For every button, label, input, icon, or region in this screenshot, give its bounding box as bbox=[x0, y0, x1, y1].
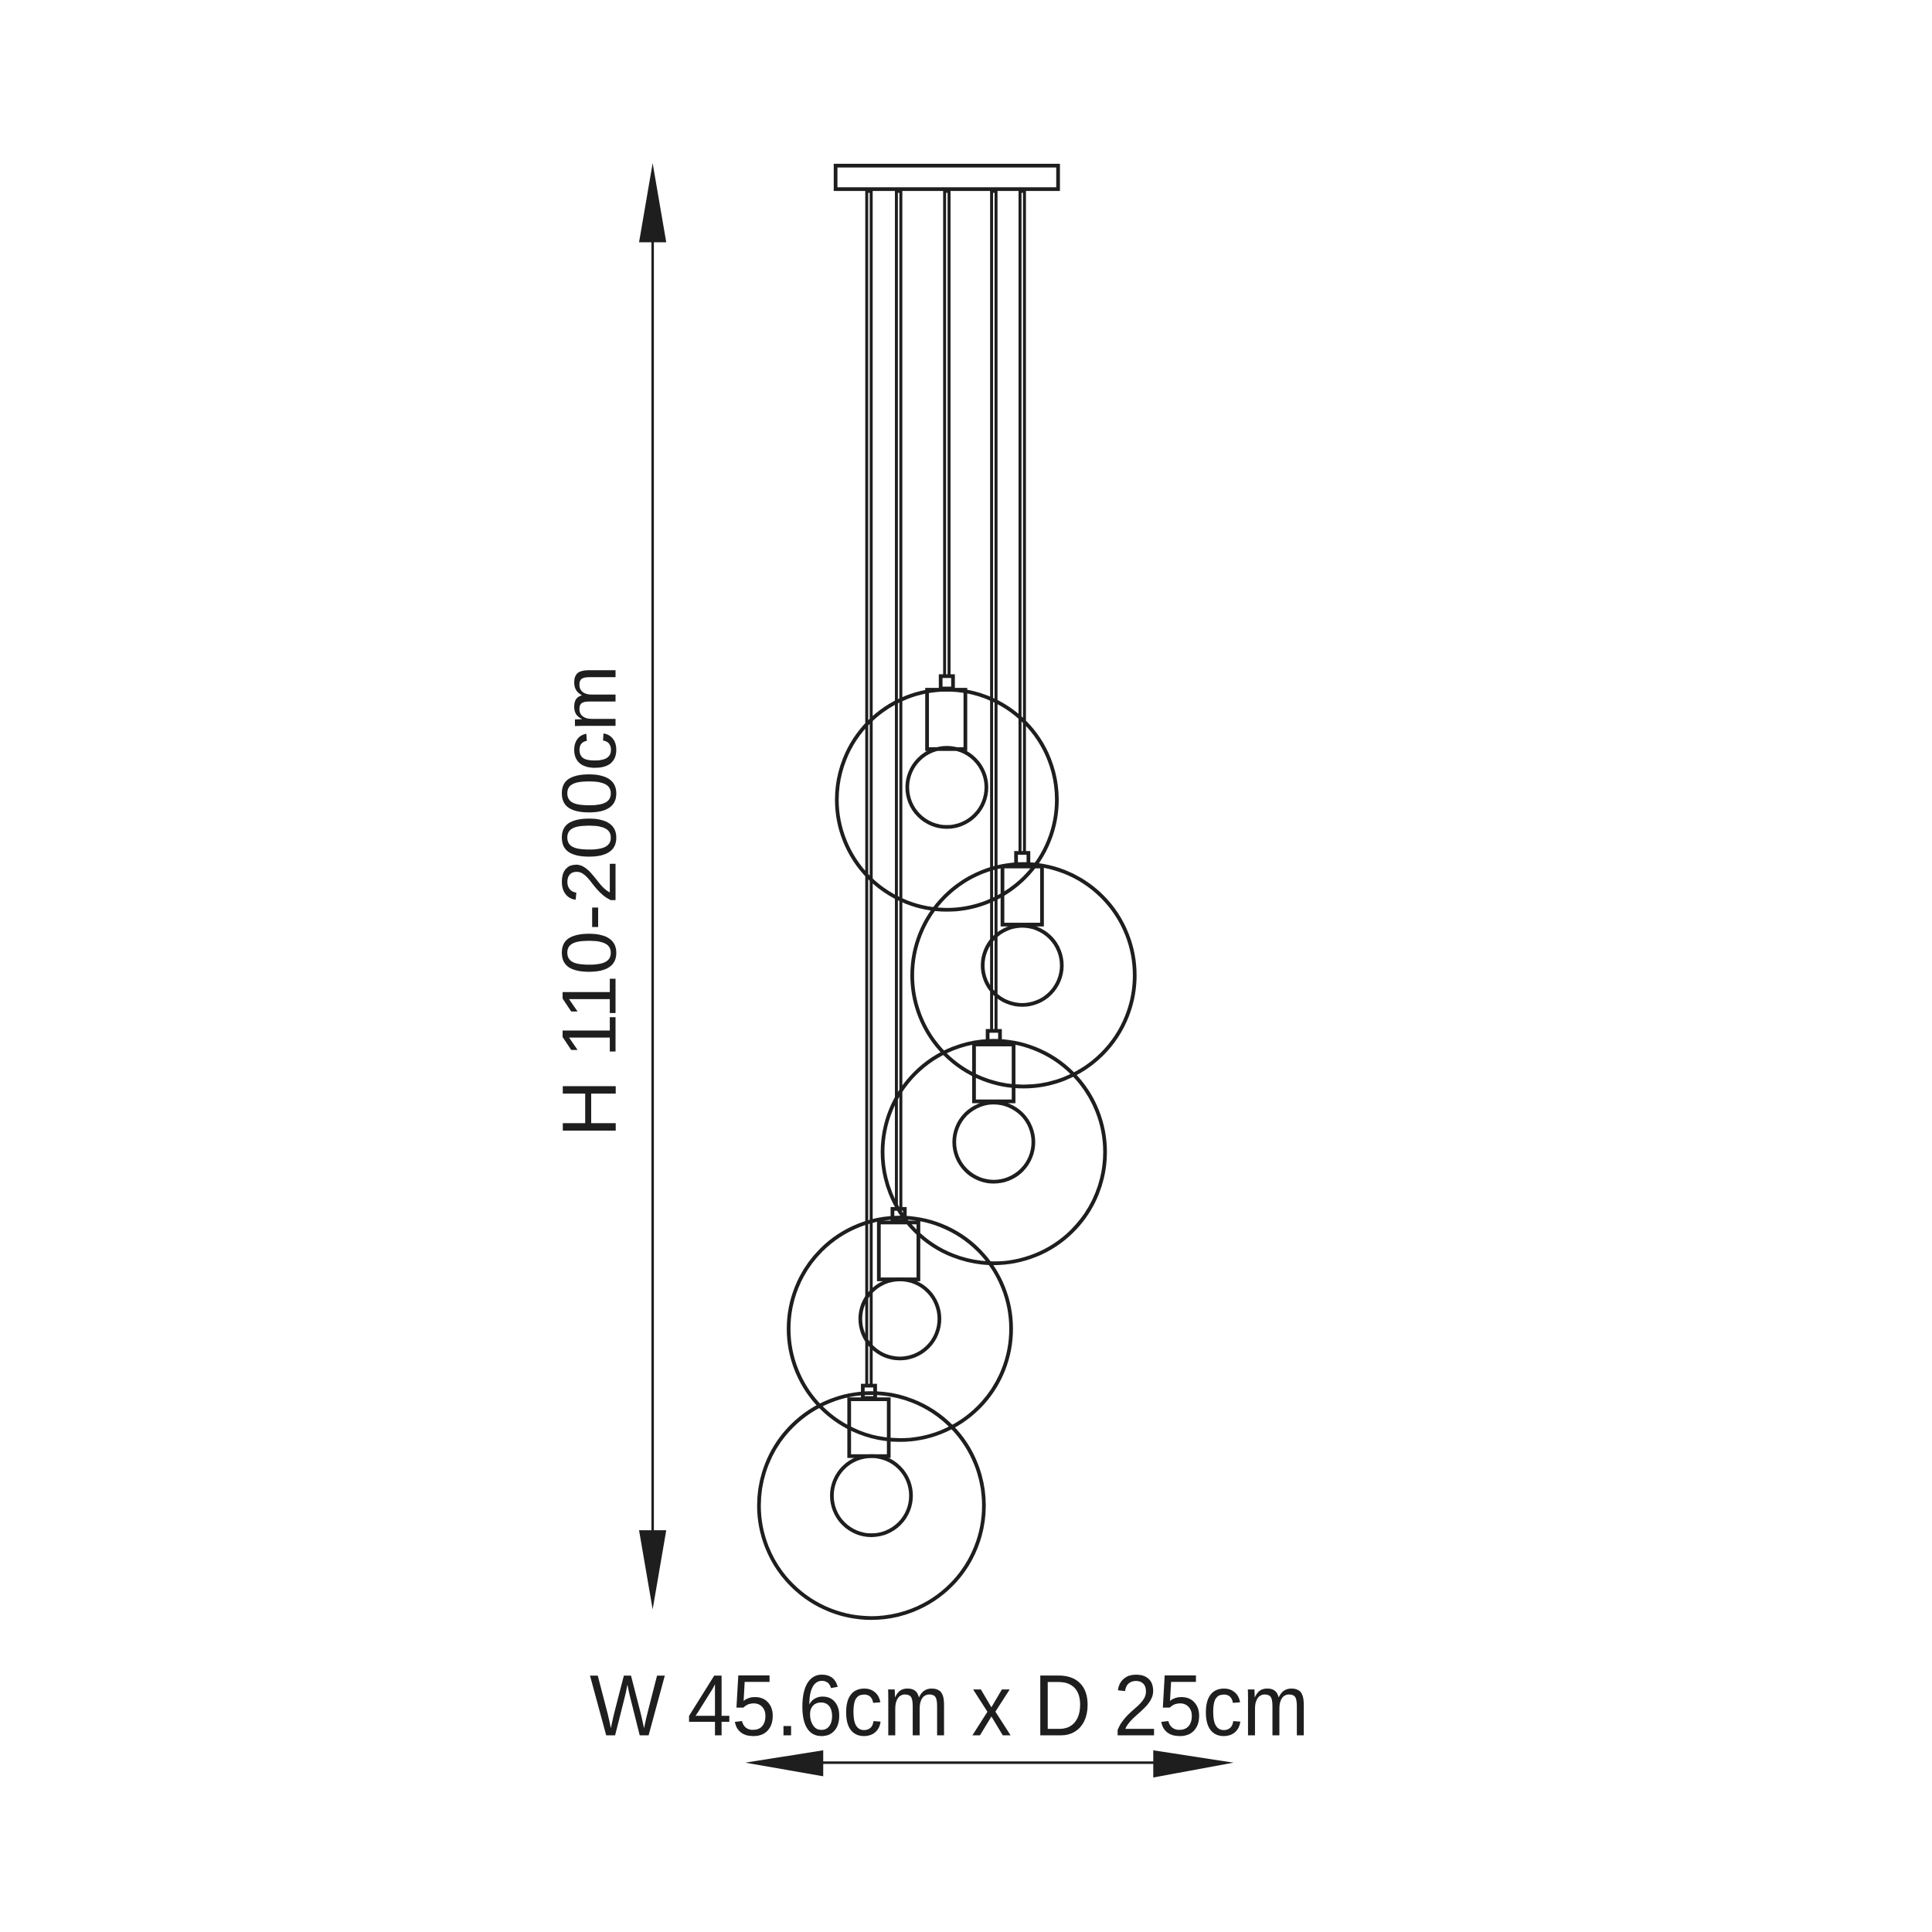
bulb bbox=[952, 1100, 1036, 1184]
arrow-down-icon bbox=[638, 1530, 667, 1610]
width-depth-label: W 45.6cm x D 25cm bbox=[590, 1658, 1309, 1754]
arrow-right-icon bbox=[1153, 1750, 1234, 1778]
bulb bbox=[858, 1277, 942, 1361]
lamp-holder bbox=[1000, 864, 1044, 927]
lamp-holder bbox=[971, 1043, 1015, 1104]
lamp-holder bbox=[876, 1220, 920, 1281]
pendant-1 bbox=[835, 674, 1059, 912]
pendant-3 bbox=[880, 1029, 1107, 1266]
pendant-5 bbox=[757, 1383, 986, 1621]
ceiling-plate bbox=[833, 163, 1060, 192]
cord-cap bbox=[938, 674, 955, 691]
glass-globe bbox=[757, 1391, 986, 1621]
glass-globe bbox=[880, 1039, 1107, 1266]
bulb bbox=[981, 923, 1064, 1007]
arrow-up-icon bbox=[638, 163, 667, 243]
height-arrow bbox=[638, 163, 667, 1610]
pendant-2 bbox=[910, 851, 1137, 1089]
lamp-holder bbox=[925, 688, 968, 751]
height-label: H 110-200cm bbox=[547, 665, 633, 1138]
cords bbox=[865, 189, 1026, 1385]
pendant-4 bbox=[787, 1206, 1013, 1442]
cord-cap bbox=[985, 1029, 1002, 1046]
lamp-holder bbox=[847, 1397, 891, 1458]
bulb bbox=[830, 1454, 913, 1537]
bulb bbox=[905, 746, 988, 829]
arrow-left-icon bbox=[745, 1750, 824, 1777]
width-arrow bbox=[745, 1750, 1234, 1778]
glass-globe bbox=[787, 1216, 1013, 1442]
